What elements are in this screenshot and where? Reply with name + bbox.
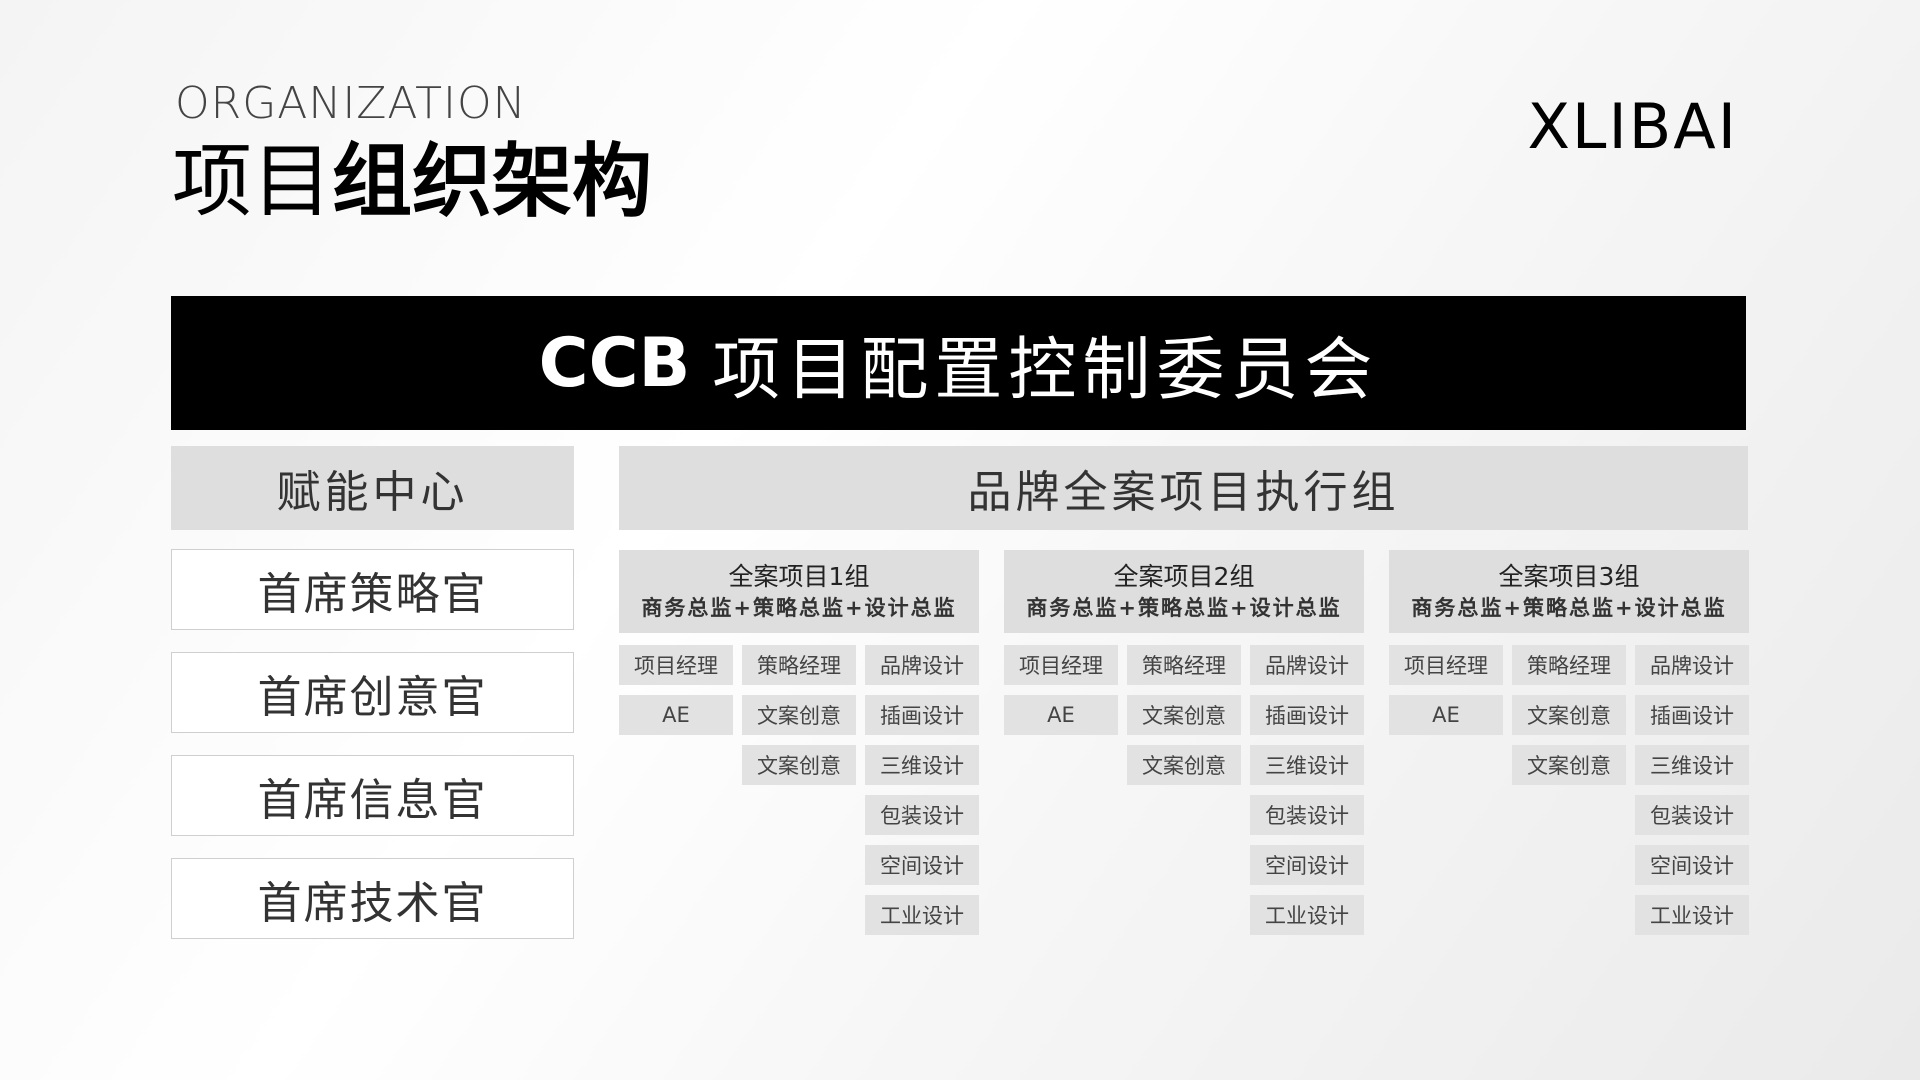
role-box: 包装设计 — [1635, 795, 1749, 835]
role-box: 文案创意 — [742, 745, 856, 785]
group-name: 全案项目2组 — [1113, 561, 1255, 591]
group-name: 全案项目3组 — [1498, 561, 1640, 591]
role-box: 文案创意 — [1127, 695, 1241, 735]
left-item: 首席信息官 — [171, 755, 574, 836]
role-box: 包装设计 — [865, 795, 979, 835]
left-item: 首席技术官 — [171, 858, 574, 939]
role-box: 文案创意 — [1512, 695, 1626, 735]
role-box: 工业设计 — [865, 895, 979, 935]
left-item: 首席策略官 — [171, 549, 574, 630]
role-box: 包装设计 — [1250, 795, 1364, 835]
group-members: 商务总监+策略总监+设计总监 — [1411, 595, 1727, 620]
group-header: 全案项目3组商务总监+策略总监+设计总监 — [1389, 550, 1749, 633]
left-item: 首席创意官 — [171, 652, 574, 733]
role-box: 工业设计 — [1635, 895, 1749, 935]
role-box: 项目经理 — [619, 645, 733, 685]
ccb-banner-text: 项目配置控制委员会 — [712, 330, 1379, 410]
group-name: 全案项目1组 — [728, 561, 870, 591]
role-box: 策略经理 — [1127, 645, 1241, 685]
role-box: 文案创意 — [742, 695, 856, 735]
role-box: 空间设计 — [1635, 845, 1749, 885]
role-box: 三维设计 — [865, 745, 979, 785]
role-box: AE — [1004, 695, 1118, 735]
role-box: 项目经理 — [1389, 645, 1503, 685]
role-box: 品牌设计 — [1635, 645, 1749, 685]
page-title-light: 项目 — [172, 135, 332, 228]
role-box: 项目经理 — [1004, 645, 1118, 685]
left-column-header: 赋能中心 — [171, 446, 574, 530]
role-box: 空间设计 — [1250, 845, 1364, 885]
role-box: 三维设计 — [1635, 745, 1749, 785]
role-box: 插画设计 — [1250, 695, 1364, 735]
role-box: 空间设计 — [865, 845, 979, 885]
group-members: 商务总监+策略总监+设计总监 — [641, 595, 957, 620]
group-members: 商务总监+策略总监+设计总监 — [1026, 595, 1342, 620]
role-box: 文案创意 — [1512, 745, 1626, 785]
group-header: 全案项目2组商务总监+策略总监+设计总监 — [1004, 550, 1364, 633]
brand-logo: XLIBAI — [1527, 90, 1738, 163]
role-box: 插画设计 — [1635, 695, 1749, 735]
page-title-bold: 组织架构 — [332, 135, 652, 228]
group-header: 全案项目1组商务总监+策略总监+设计总监 — [619, 550, 979, 633]
role-box: 工业设计 — [1250, 895, 1364, 935]
page-title: 项目组织架构 — [172, 142, 652, 222]
role-box: 策略经理 — [742, 645, 856, 685]
role-box: 品牌设计 — [865, 645, 979, 685]
role-box: AE — [619, 695, 733, 735]
role-box: 插画设计 — [865, 695, 979, 735]
ccb-banner-bold: CCB — [538, 323, 691, 403]
page-subtitle: ORGANIZATION — [175, 78, 527, 129]
ccb-banner: CCB 项目配置控制委员会 — [171, 296, 1746, 430]
role-box: 品牌设计 — [1250, 645, 1364, 685]
role-box: 策略经理 — [1512, 645, 1626, 685]
right-column-header: 品牌全案项目执行组 — [619, 446, 1748, 530]
role-box: 文案创意 — [1127, 745, 1241, 785]
role-box: 三维设计 — [1250, 745, 1364, 785]
role-box: AE — [1389, 695, 1503, 735]
